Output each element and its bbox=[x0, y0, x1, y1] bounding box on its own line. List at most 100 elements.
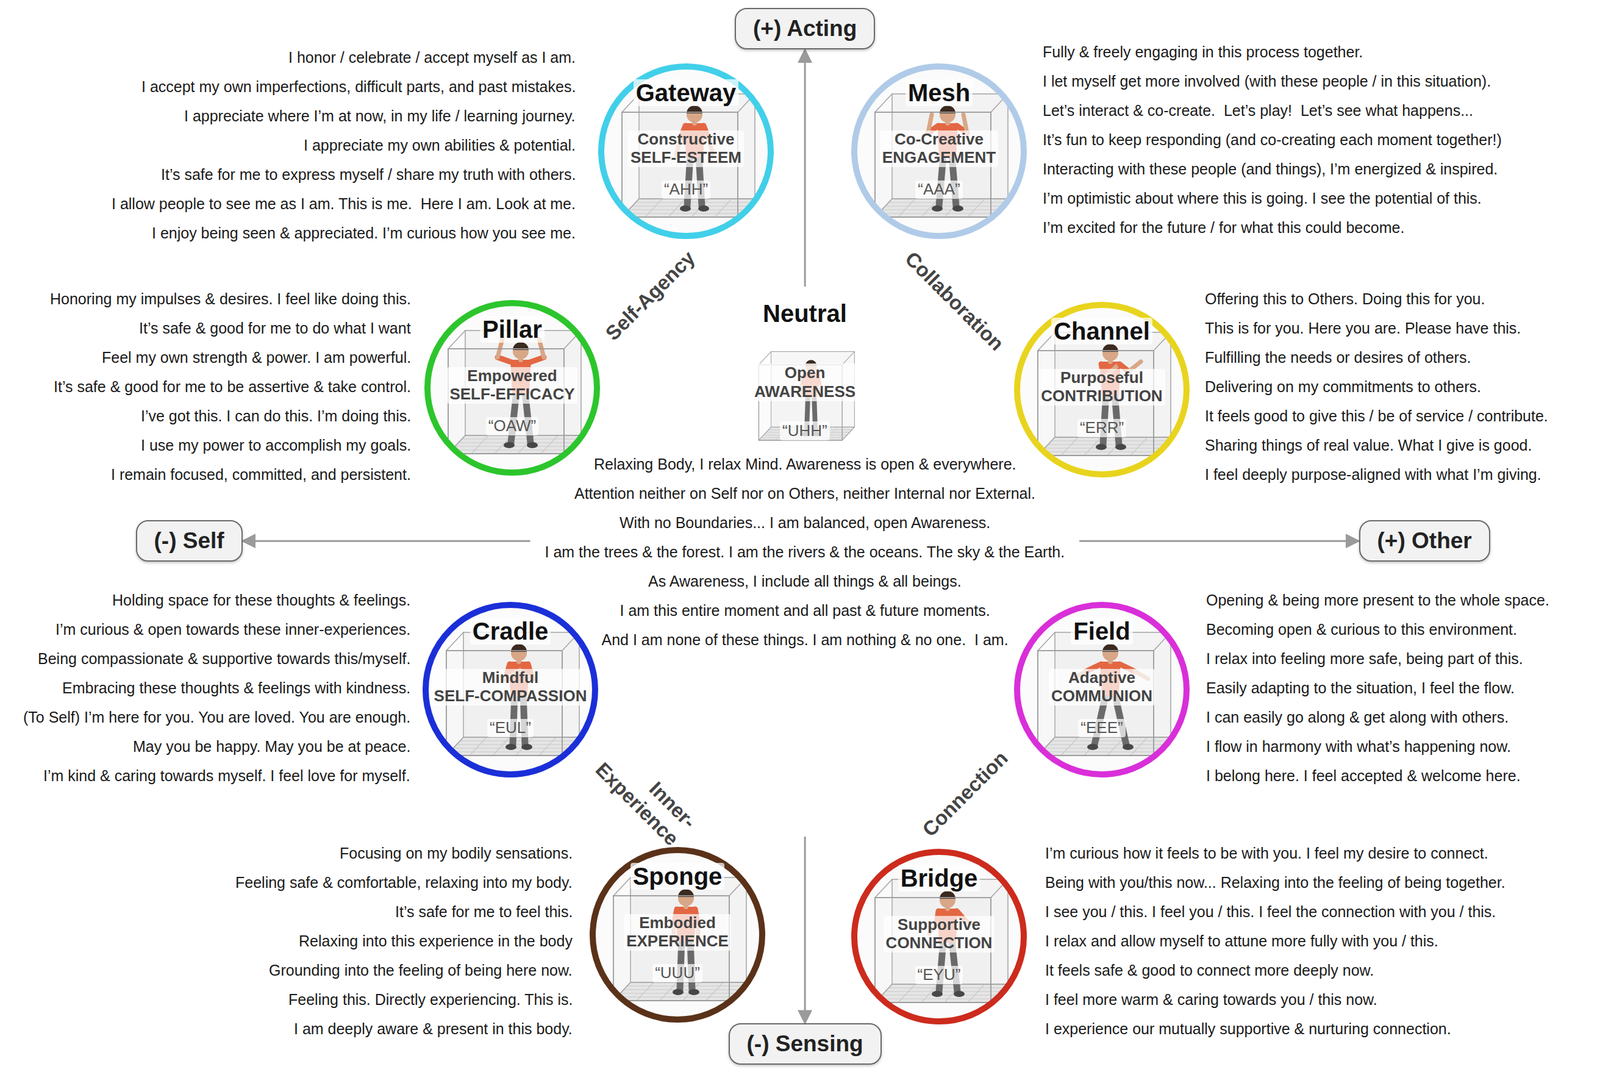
affirmation-line: Easily adapting to the situation, I feel… bbox=[1206, 678, 1515, 697]
affirmation-line: I’m curious how it feels to be with you.… bbox=[1045, 843, 1489, 863]
state-circle: GatewayConstructive SELF-ESTEEM“AHH” bbox=[598, 63, 774, 240]
text-line: Mindful bbox=[434, 668, 588, 688]
ring-fill bbox=[1017, 304, 1187, 475]
affirmation-line: Feeling safe & comfortable, relaxing int… bbox=[235, 873, 573, 892]
affirmation-line: I let myself get more involved (with the… bbox=[1042, 71, 1491, 91]
axis-label: Self-Agency bbox=[600, 245, 700, 346]
axis-pill-text: (+) Other bbox=[1377, 527, 1472, 555]
text-line: Embodied bbox=[626, 914, 729, 933]
affirmation-line: It’s safe for me to feel this. bbox=[395, 902, 573, 921]
affirmation-line: Sharing things of real value. What I giv… bbox=[1204, 435, 1532, 455]
affirmation-line: I appreciate my own abilities & potentia… bbox=[303, 135, 576, 155]
state-circle: BridgeSupportive CONNECTION“EYU” bbox=[851, 848, 1027, 1025]
ring-fill bbox=[427, 303, 597, 473]
state-sound: “EUL” bbox=[487, 718, 534, 738]
text-line: EXPERIENCE bbox=[626, 932, 729, 951]
affirmation-line: Feel my own strength & power. I am power… bbox=[101, 348, 411, 367]
axis-pill-text: (-) Sensing bbox=[746, 1030, 864, 1058]
text-line: Supportive bbox=[885, 915, 993, 935]
affirmation-line: I’m optimistic about where this is going… bbox=[1042, 189, 1482, 208]
ring-fill bbox=[601, 66, 771, 236]
text-line: SELF-EFFICACY bbox=[449, 385, 575, 404]
affirmation-line: Embracing these thoughts & feelings with… bbox=[62, 678, 411, 697]
affirmation-line: It’s safe & good for me to do what I wan… bbox=[139, 318, 411, 338]
ring-border bbox=[854, 66, 1024, 236]
ring-border bbox=[601, 66, 771, 236]
affirmation-line: I’ve got this. I can do this. I’m doing … bbox=[140, 406, 411, 425]
awareness-line: Relaxing Body, I relax Mind. Awareness i… bbox=[593, 454, 1016, 474]
affirmation-line: I use my power to accomplish my goals. bbox=[140, 435, 411, 455]
axis-label: Inner-Experience bbox=[573, 723, 701, 850]
affirmation-line: It feels safe & good to connect more dee… bbox=[1045, 960, 1374, 980]
text-line: SELF-ESTEEM bbox=[630, 148, 742, 168]
text-line: Purposeful bbox=[1040, 368, 1163, 388]
affirmation-line: Feeling this. Directly experiencing. Thi… bbox=[288, 990, 573, 1009]
affirmation-line: I allow people to see me as I am. This i… bbox=[111, 194, 576, 213]
state-quality: Supportive CONNECTION bbox=[883, 915, 996, 953]
axis-arrow bbox=[242, 540, 1360, 543]
affirmation-line: Fully & freely engaging in this process … bbox=[1042, 42, 1363, 61]
affirmation-line: I see you / this. I feel you / this. I f… bbox=[1045, 902, 1496, 921]
cube-front bbox=[613, 895, 730, 1001]
ring-fill bbox=[592, 850, 763, 1020]
affirmation-line: I flow in harmony with what’s happening … bbox=[1206, 737, 1511, 756]
state-sound: “UUU” bbox=[652, 964, 703, 983]
state-circle: SpongeEmbodied EXPERIENCE “UUU” bbox=[589, 846, 766, 1023]
affirmation-line: I appreciate where I’m at now, in my lif… bbox=[184, 106, 576, 125]
axis-pill: (+) Acting bbox=[734, 7, 875, 50]
text-line: COMMUNION bbox=[1051, 687, 1153, 706]
affirmation-line: I relax and allow myself to attune more … bbox=[1045, 931, 1439, 950]
affirmation-line: It’s fun to keep responding (and co-crea… bbox=[1042, 130, 1502, 149]
affirmation-line: I enjoy being seen & appreciated. I’m cu… bbox=[151, 223, 576, 243]
awareness-line: I am this entire moment and all past & f… bbox=[620, 601, 991, 620]
affirmation-line: I’m excited for the future / for what th… bbox=[1042, 218, 1405, 237]
awareness-line: As Awareness, I include all things & all… bbox=[648, 571, 962, 591]
state-circle: CradleMindful SELF-COMPASSION“EUL” bbox=[422, 601, 599, 778]
text-line: Open bbox=[754, 363, 856, 383]
affirmation-line: I accept my own imperfections, difficult… bbox=[141, 77, 576, 96]
state-name: Sponge bbox=[630, 862, 725, 890]
state-quality: Co-Creative ENGAGEMENT bbox=[879, 130, 999, 168]
state-name: Bridge bbox=[898, 864, 981, 892]
ring-border bbox=[1017, 304, 1187, 475]
affirmation-line: Relaxing into this experience in the bod… bbox=[298, 931, 573, 950]
cube-edge bbox=[842, 426, 855, 441]
affirmation-line: Becoming open & curious to this environm… bbox=[1206, 620, 1518, 639]
affirmation-line: Grounding into the feeling of being here… bbox=[268, 960, 573, 980]
state-sound: “AAA” bbox=[915, 180, 963, 199]
state-sound: “UHH” bbox=[779, 421, 830, 441]
state-circle: ChannelPurposeful CONTRIBUTION“ERR” bbox=[1014, 301, 1190, 478]
ring-fill bbox=[854, 66, 1024, 236]
awareness-line: With no Boundaries... I am balanced, ope… bbox=[619, 513, 991, 532]
state-circle: FieldAdaptive COMMUNION“EEE” bbox=[1014, 601, 1190, 778]
state-sound: “EEE” bbox=[1078, 718, 1125, 738]
affirmation-line: I’m kind & caring towards myself. I feel… bbox=[43, 766, 411, 785]
awareness-line: Attention neither on Self nor on Others,… bbox=[574, 484, 1036, 503]
affirmation-line: I relax into feeling more safe, being pa… bbox=[1206, 649, 1524, 668]
text-line: ENGAGEMENT bbox=[882, 148, 996, 168]
affirmation-line: Delivering on my commitments to others. bbox=[1204, 377, 1482, 396]
axis-label: Connection bbox=[917, 746, 1013, 842]
affirmation-line: I feel more warm & caring towards you / … bbox=[1045, 990, 1378, 1009]
affirmation-line: I am deeply aware & present in this body… bbox=[293, 1019, 573, 1038]
state-name: Pillar bbox=[479, 315, 545, 343]
text-line: Adaptive bbox=[1051, 668, 1153, 688]
affirmation-line: Opening & being more present to the whol… bbox=[1206, 590, 1550, 610]
ring-border bbox=[854, 851, 1024, 1022]
text-line: Empowered bbox=[449, 367, 575, 386]
state-quality: Empowered SELF-EFFICACY bbox=[446, 367, 577, 404]
text-line: SELF-COMPASSION bbox=[434, 687, 588, 706]
text-line: Co-Creative bbox=[882, 130, 996, 149]
state-name: Neutral bbox=[762, 298, 847, 329]
affirmation-line: Focusing on my bodily sensations. bbox=[339, 843, 573, 863]
cube-edge bbox=[842, 351, 855, 366]
affirmation-line: Offering this to Others. Doing this for … bbox=[1204, 289, 1485, 308]
state-quality: Purposeful CONTRIBUTION bbox=[1038, 368, 1165, 406]
affirmation-line: Fulfilling the needs or desires of other… bbox=[1204, 348, 1471, 367]
state-name: Gateway bbox=[633, 79, 740, 107]
awareness-line: I am the trees & the forest. I am the ri… bbox=[545, 542, 1066, 561]
ring-fill bbox=[854, 851, 1024, 1022]
affirmation-line: I feel deeply purpose-aligned with what … bbox=[1204, 465, 1542, 484]
